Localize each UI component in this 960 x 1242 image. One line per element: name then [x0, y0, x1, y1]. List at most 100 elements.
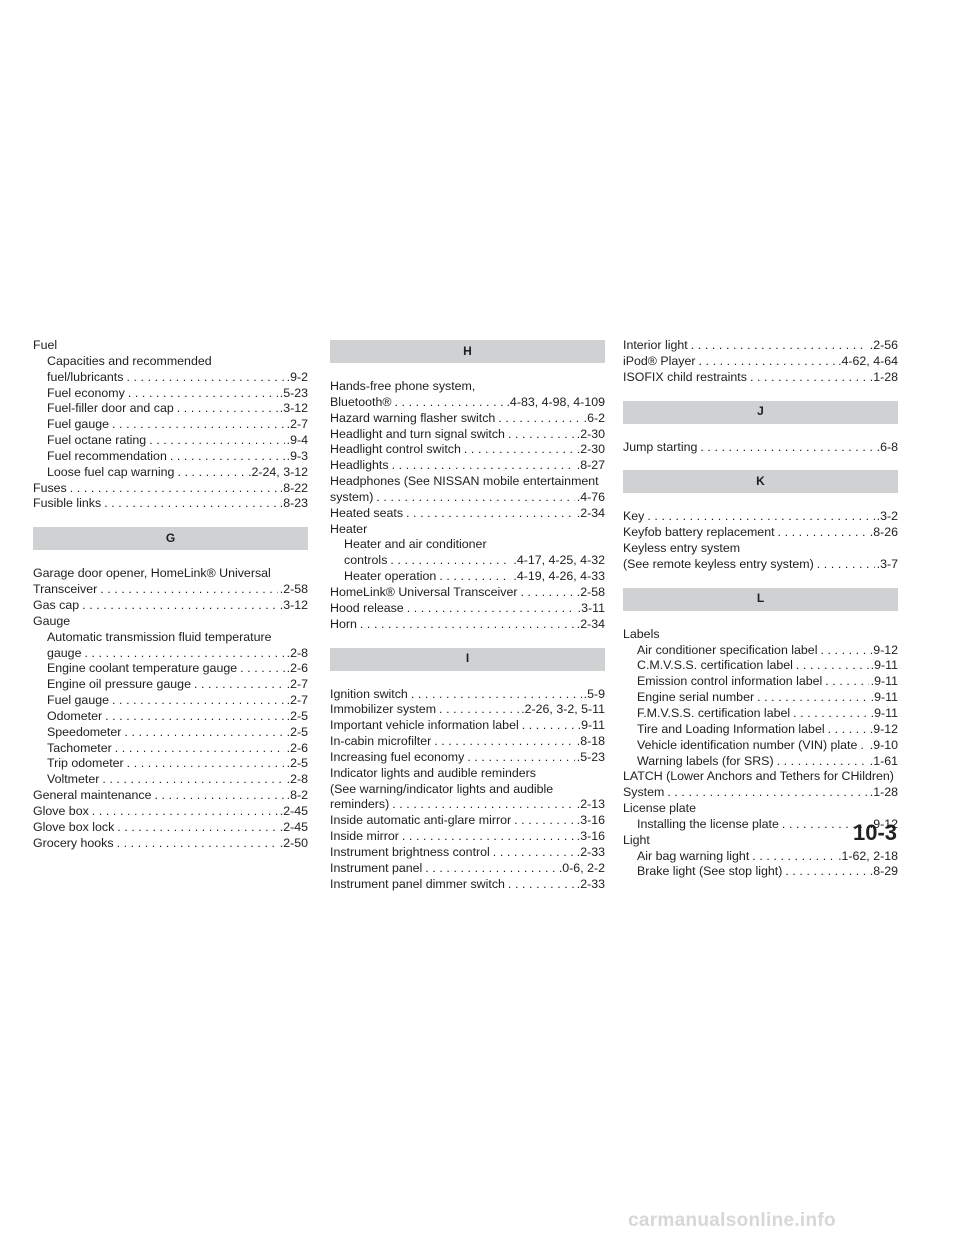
index-entry: Fuel	[33, 338, 308, 354]
index-entry: Fuel octane rating......................…	[33, 433, 308, 449]
index-entry: gauge...................................…	[33, 646, 308, 662]
entry-term: Fuel	[33, 338, 58, 352]
entry-term: ISOFIX child restraints	[623, 369, 747, 384]
entry-page-ref: .1-61	[869, 753, 898, 768]
index-entry: Heater and air conditioner	[330, 537, 605, 553]
entry-term: C.M.V.S.S. certification label	[637, 658, 793, 673]
index-entry: Key.....................................…	[623, 509, 898, 525]
entry-term: Warning labels (for SRS)	[637, 753, 774, 768]
entry-page-ref: .3-12	[279, 401, 308, 416]
entry-term: Glove box	[33, 803, 89, 818]
entry-term: Ignition switch	[330, 686, 408, 701]
entry-term: Garage door opener, HomeLink® Universal	[33, 566, 271, 581]
index-entry: Engine serial number....................…	[623, 690, 898, 706]
entry-term: F.M.V.S.S. certification label	[637, 705, 791, 720]
page-number: 10-3	[853, 820, 898, 845]
dot-leader: ........................................…	[104, 496, 278, 511]
entry-term: Headphones (See NISSAN mobile entertainm…	[330, 474, 599, 489]
index-entry: Fuel-filler door and cap................…	[33, 401, 308, 417]
dot-leader: ........................................…	[391, 458, 575, 473]
entry-term: Keyfob battery replacement	[623, 525, 775, 540]
index-entry: Fuel recommendation.....................…	[33, 449, 308, 465]
entry-page-ref: .2-45	[279, 819, 308, 834]
dot-leader: ........................................…	[406, 505, 575, 520]
index-entry: System..................................…	[623, 785, 898, 801]
index-entry: Jump starting...........................…	[623, 440, 898, 456]
entry-term: System	[623, 785, 665, 800]
dot-leader: ........................................…	[690, 338, 868, 352]
entry-term: Tire and Loading Information label	[637, 721, 825, 736]
entry-term: Fuel economy	[47, 385, 125, 400]
entry-page-ref: .9-10	[869, 737, 898, 752]
entry-page-ref: .9-12	[869, 816, 898, 831]
dot-leader: ........................................…	[390, 553, 511, 568]
index-entry: Odometer................................…	[33, 709, 308, 725]
entry-term: LATCH (Lower Anchors and Tethers for CHi…	[623, 769, 894, 784]
index-entry: Installing the license plate............…	[623, 817, 898, 833]
entry-term: Fuses	[33, 480, 67, 495]
entry-page-ref: .2-33	[576, 844, 605, 859]
entry-page-ref: .3-7	[876, 556, 898, 571]
index-entry: Grocery hooks...........................…	[33, 836, 308, 852]
entry-page-ref: .4-17, 4-25, 4-32	[513, 553, 605, 568]
entry-page-ref: .4-19, 4-26, 4-33	[513, 569, 605, 584]
entry-term: Interior light	[623, 338, 688, 352]
entry-term: Loose fuel cap warning	[47, 464, 175, 479]
entry-page-ref: .9-12	[869, 721, 898, 736]
entry-page-ref: .3-11	[577, 600, 605, 615]
entry-term: Indicator lights and audible reminders	[330, 765, 536, 780]
entry-page-ref: .5-9	[583, 686, 605, 701]
dot-leader: ........................................…	[520, 584, 574, 599]
entry-page-ref: .8-26	[869, 525, 898, 540]
index-entry: Indicator lights and audible reminders	[330, 766, 605, 782]
index-entry: Heater	[330, 522, 605, 538]
dot-leader: ........................................…	[84, 645, 285, 660]
entry-page-ref: .6-2	[583, 410, 605, 425]
entry-page-ref: .3-2	[876, 509, 898, 524]
index-entry: Emission control information label......…	[623, 674, 898, 690]
entry-term: Heated seats	[330, 505, 404, 520]
dot-leader: ........................................…	[359, 616, 575, 631]
dot-leader: ........................................…	[434, 734, 575, 749]
entry-page-ref: .2-34	[576, 616, 605, 631]
entry-term: Key	[623, 509, 645, 524]
entry-term: In-cabin microfilter	[330, 734, 432, 749]
entry-term: Jump starting	[623, 439, 698, 454]
index-entry: Headlight control switch................…	[330, 442, 605, 458]
section-header: L	[623, 587, 898, 611]
entry-page-ref: .3-16	[576, 829, 605, 844]
dot-leader: ........................................…	[514, 813, 575, 828]
entry-term: Fuel-filler door and cap	[47, 401, 174, 416]
entry-page-ref: .2-7	[286, 417, 308, 432]
entry-term: Fuel octane rating	[47, 433, 147, 448]
entry-term: Installing the license plate	[637, 816, 779, 831]
index-entry: Speedometer.............................…	[33, 725, 308, 741]
entry-page-ref: .4-76	[576, 489, 605, 504]
dot-leader: ........................................…	[126, 756, 285, 771]
entry-page-ref: .2-7	[286, 693, 308, 708]
dot-leader: ........................................…	[193, 677, 285, 692]
entry-page-ref: .5-23	[576, 749, 605, 764]
entry-page-ref: .8-2	[286, 788, 308, 803]
index-entry: LATCH (Lower Anchors and Tethers for CHi…	[623, 769, 898, 785]
section-header: J	[623, 400, 898, 424]
dot-leader: ........................................…	[176, 401, 278, 416]
entry-term: Important vehicle information label	[330, 718, 519, 733]
dot-leader: ........................................…	[406, 600, 576, 615]
entry-term: Light	[623, 832, 650, 847]
dot-leader: ........................................…	[698, 353, 837, 368]
dot-leader: ........................................…	[498, 410, 581, 425]
entry-term: Voltmeter	[47, 772, 100, 787]
index-entry: Bluetooth®..............................…	[330, 395, 605, 411]
dot-leader: ........................................…	[82, 597, 278, 612]
entry-page-ref: .9-2	[286, 369, 308, 384]
entry-page-ref: .2-8	[286, 645, 308, 660]
entry-page-ref: .9-12	[869, 642, 898, 657]
dot-leader: ........................................…	[785, 864, 867, 879]
entry-term: Keyless entry system	[623, 541, 741, 556]
entry-term: gauge	[47, 645, 82, 660]
index-entry: Labels	[623, 627, 898, 643]
entry-term: Tachometer	[47, 740, 112, 755]
dot-leader: ........................................…	[69, 480, 278, 495]
